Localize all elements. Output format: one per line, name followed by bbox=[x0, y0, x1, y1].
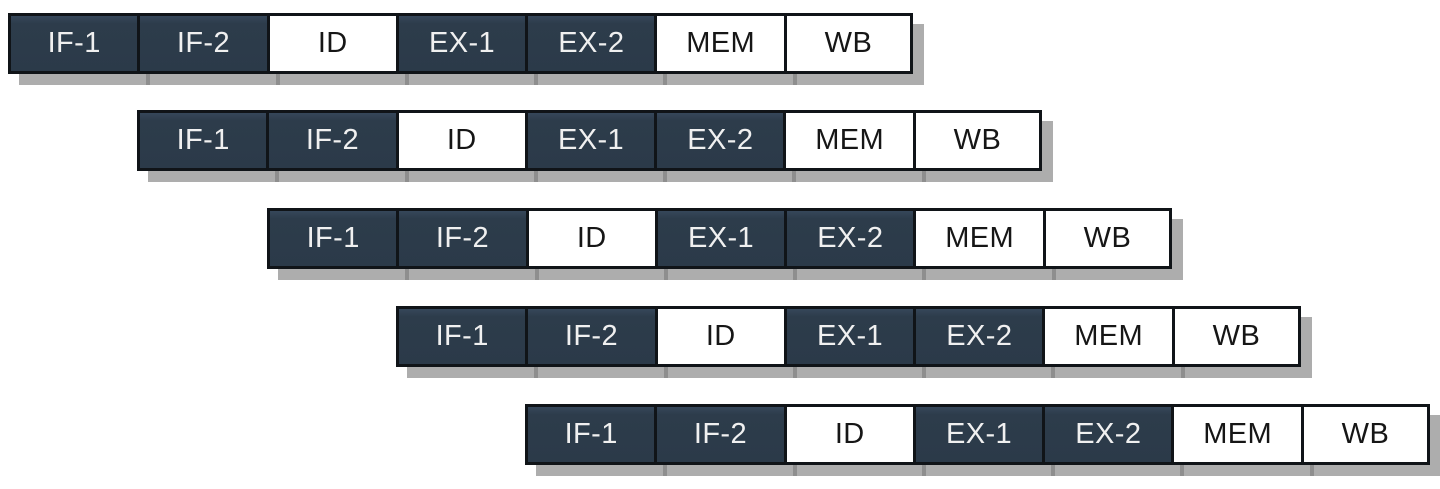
stage-cell-ex-1: EX-1 bbox=[654, 208, 785, 280]
stage-cell-ex-1: EX-1 bbox=[395, 13, 526, 85]
stage-cell-wb: WB bbox=[912, 110, 1043, 182]
stage-cell-if-2: IF-2 bbox=[266, 110, 396, 182]
stage-cell-mem: MEM bbox=[1171, 404, 1301, 476]
stage-cell-ex-2: EX-2 bbox=[913, 306, 1043, 378]
stage-cell-mem: MEM bbox=[654, 13, 784, 85]
stage-cell-ex-2: EX-2 bbox=[654, 110, 784, 182]
stage-cell-if-1: IF-1 bbox=[267, 208, 397, 269]
stage-cell-ex-2: EX-2 bbox=[525, 13, 655, 85]
stage-cell-if-1: IF-1 bbox=[396, 306, 526, 367]
stage-cell-ex-1: EX-1 bbox=[524, 110, 655, 182]
stage-cell-wb: WB bbox=[1171, 306, 1302, 378]
stage-cell-mem: MEM bbox=[913, 208, 1043, 280]
stage-cell-ex-2: EX-2 bbox=[784, 208, 914, 280]
stage-cell-mem: MEM bbox=[783, 110, 913, 182]
stage-cell-if-1: IF-1 bbox=[8, 13, 138, 74]
stage-cell-wb: WB bbox=[1300, 404, 1431, 476]
stage-cell-if-2: IF-2 bbox=[525, 306, 655, 378]
stage-cell-ex-1: EX-1 bbox=[783, 306, 914, 378]
stage-cell-if-2: IF-2 bbox=[137, 13, 267, 85]
stage-cell-mem: MEM bbox=[1042, 306, 1172, 378]
stage-cell-ex-2: EX-2 bbox=[1042, 404, 1172, 476]
stage-cell-ex-1: EX-1 bbox=[912, 404, 1043, 476]
stage-cell-id: ID bbox=[783, 404, 913, 476]
stage-cell-if-2: IF-2 bbox=[396, 208, 526, 280]
stage-cell-if-1: IF-1 bbox=[137, 110, 267, 171]
stage-cell-id: ID bbox=[266, 13, 396, 85]
stage-cell-if-2: IF-2 bbox=[654, 404, 784, 476]
stage-cell-id: ID bbox=[654, 306, 784, 378]
stage-cell-id: ID bbox=[395, 110, 525, 182]
stage-cell-wb: WB bbox=[1042, 208, 1173, 280]
stage-cell-id: ID bbox=[525, 208, 655, 280]
stage-cell-wb: WB bbox=[783, 13, 914, 85]
stage-cell-if-1: IF-1 bbox=[525, 404, 655, 465]
